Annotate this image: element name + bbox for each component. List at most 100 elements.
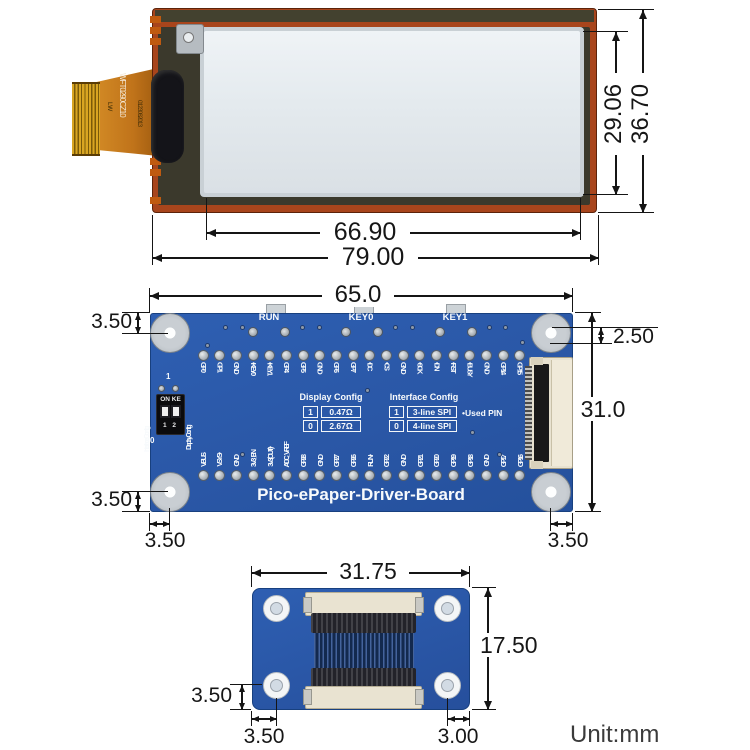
dip-toggle	[173, 407, 179, 416]
dim-adapter-width: 31.75	[327, 559, 409, 583]
pin-hole	[447, 469, 459, 481]
pin-label: GND	[482, 362, 492, 373]
edge-pad	[150, 197, 161, 204]
extension-line	[241, 685, 243, 710]
config-cell: 1	[389, 406, 404, 418]
pin-label: GP28	[298, 455, 308, 467]
pin-hole	[330, 469, 342, 481]
pin-hole	[380, 349, 392, 361]
dim-hole-left-offset: 3.50	[144, 529, 186, 552]
extension-line	[580, 198, 582, 240]
pin-label: GND	[315, 456, 325, 467]
pin-hole	[247, 469, 259, 481]
extension-line	[583, 31, 628, 33]
dip-pad	[172, 385, 179, 392]
pin-hole	[197, 469, 209, 481]
pin-hole	[380, 469, 392, 481]
pin-hole	[314, 469, 326, 481]
config-cell: 1	[303, 406, 318, 418]
mounting-hole-bore	[441, 679, 454, 692]
dimension-arrow	[612, 186, 620, 195]
pin-label: GP17	[499, 455, 509, 467]
dimension-arrow	[590, 254, 599, 262]
mounting-hole	[531, 472, 571, 512]
adapter-fpc-connector-top	[305, 592, 422, 616]
dim-driver-width: 65.0	[322, 282, 394, 307]
dimension-arrow	[135, 492, 141, 499]
extension-line	[251, 566, 253, 587]
pin-hole	[397, 349, 409, 361]
connector-tab	[303, 597, 312, 613]
via	[205, 343, 210, 348]
dimension-arrow	[564, 292, 573, 300]
extension-line	[598, 215, 600, 265]
ribbon-traces	[314, 630, 414, 672]
extension-line	[152, 215, 154, 265]
dip-toggle	[162, 407, 168, 416]
fpc-cable	[96, 68, 158, 156]
via	[300, 325, 305, 330]
pin-hole	[214, 469, 226, 481]
pin-hole	[314, 349, 326, 361]
pin-label: ADC_VREF	[282, 442, 292, 467]
dimension-arrow	[463, 716, 470, 722]
dimension-arrow	[484, 588, 492, 597]
pin-hole	[414, 469, 426, 481]
mounting-hole	[531, 313, 571, 353]
pin-hole	[397, 469, 409, 481]
pin-label: VBUS	[198, 454, 208, 467]
cof-driver-blob	[151, 70, 184, 163]
extension-line	[276, 698, 278, 726]
pin-hole	[280, 469, 292, 481]
dim-adapter-hole-left: 3.50	[243, 725, 285, 748]
pin-label: •BUSY	[465, 362, 475, 376]
pin-hole	[347, 349, 359, 361]
pin-label: GP14	[499, 362, 509, 374]
dip-pad	[158, 385, 165, 392]
dimension-arrow	[639, 10, 647, 19]
dimension-arrow	[135, 505, 141, 512]
cable-marking: WFT0290CZ10	[118, 73, 127, 117]
dimension-arrow	[484, 701, 492, 710]
extension-line	[472, 587, 496, 589]
extension-line	[575, 312, 601, 314]
extension-line	[150, 523, 170, 525]
config-cell: 2.67Ω	[321, 420, 361, 432]
pin-label: •DC	[365, 362, 375, 370]
extension-line	[572, 288, 574, 312]
pin-label: •KEY0	[248, 362, 258, 375]
pin-label: •DIN	[432, 362, 442, 370]
via	[223, 325, 228, 330]
dim-module-width: 79.00	[328, 244, 418, 270]
pin-hole	[264, 469, 276, 481]
mounting-hole-bore	[270, 602, 283, 615]
pin-label: 3V3_EN	[248, 451, 258, 467]
fpc-connector-contacts	[525, 366, 532, 460]
pin-label: GND	[398, 362, 408, 373]
pin-label: GP15	[515, 362, 525, 374]
pin-label: •SCK	[415, 362, 425, 373]
dim-adapter-height: 17.50	[477, 633, 539, 657]
pin-hole	[364, 349, 376, 361]
pin-label: GND	[315, 362, 325, 373]
adapter-fpc-connector-bottom	[305, 686, 422, 709]
extension-line	[169, 508, 171, 531]
extension-line	[137, 313, 139, 334]
pin-label: GP0	[198, 362, 208, 372]
pin-hole	[347, 469, 359, 481]
pin-label: RUN•	[365, 456, 375, 467]
via	[240, 452, 245, 457]
connector-latch	[311, 668, 416, 688]
dip-bottom-label: 0	[150, 436, 155, 445]
extension-line	[149, 513, 151, 531]
via	[520, 340, 525, 345]
pin-label: GND	[232, 362, 242, 373]
dimension-arrow	[150, 521, 157, 527]
run-button-pad	[280, 327, 290, 337]
dim-active-height: 29.06	[600, 73, 627, 155]
via	[470, 430, 475, 435]
config-cell: 0.47Ω	[321, 406, 361, 418]
pin-hole	[297, 469, 309, 481]
pin-hole	[514, 349, 526, 361]
edge-pad	[150, 38, 161, 45]
